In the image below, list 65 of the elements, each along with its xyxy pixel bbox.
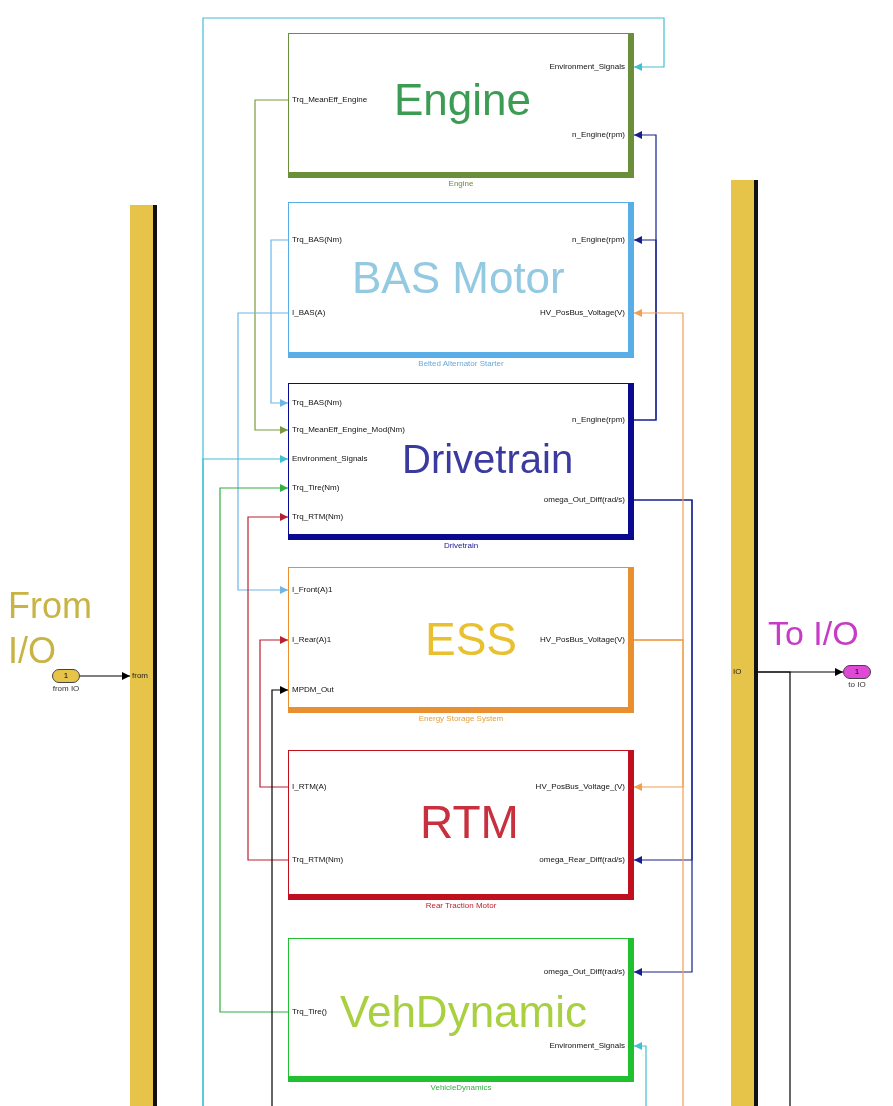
signal-arrow	[202, 455, 289, 1106]
port-label: Environment_Signals	[549, 1041, 625, 1051]
port-label: omega_Rear_Diff(rad/s)	[539, 855, 625, 865]
signal-arrow	[633, 236, 657, 421]
signal-line	[633, 639, 684, 1106]
bus-label: IO	[733, 667, 742, 677]
block-title: VehDynamic	[340, 985, 587, 1038]
bus-label: from	[132, 671, 148, 681]
port-label: n_Engine(rpm)	[572, 130, 625, 140]
port-label: I_Front(A)1	[292, 585, 333, 595]
signal-arrow	[237, 312, 289, 594]
port-label: Trq_BAS(Nm)	[292, 398, 342, 408]
signal-arrow	[270, 239, 289, 407]
signal-arrow	[79, 672, 131, 680]
block-caption: Drivetrain	[443, 541, 479, 551]
signal-arrow	[633, 309, 684, 641]
subsystem-block	[288, 202, 634, 358]
port-label: Trq_RTM(Nm)	[292, 855, 344, 865]
bus-bar	[130, 205, 157, 1106]
port-label: omega_Out_Diff(rad/s)	[543, 967, 625, 977]
port-label: Trq_MeanEff_Engine_Mod(Nm)	[292, 425, 405, 435]
io-heading: To I/O	[768, 613, 859, 654]
port-label: HV_PosBus_Voltage(V)	[540, 308, 625, 318]
port-label: MPDM_Out	[292, 685, 334, 695]
port-label: n_Engine(rpm)	[572, 415, 625, 425]
block-caption: to IO	[848, 680, 866, 690]
port-label: I_BAS(A)	[292, 308, 326, 318]
subsystem-block	[288, 750, 634, 900]
block-title: Engine	[394, 73, 531, 126]
port-label: Trq_MeanEff_Engine	[292, 95, 368, 105]
block-caption: Rear Traction Motor	[425, 901, 497, 911]
port-label: HV_PosBus_Voltage_(V)	[535, 782, 625, 792]
signal-arrow	[271, 686, 289, 1106]
signal-arrow	[247, 513, 289, 861]
port-label: Environment_Signals	[292, 454, 368, 464]
block-title: RTM	[420, 795, 519, 851]
port-label: HV_PosBus_Voltage(V)	[540, 635, 625, 645]
subsystem-block	[288, 938, 634, 1082]
port-label: Trq_Tire(Nm)	[292, 483, 340, 493]
port-label: Trq_RTM(Nm)	[292, 512, 344, 522]
block-title: Drivetrain	[402, 436, 574, 483]
port-label: Trq_Tire()	[292, 1007, 327, 1017]
subsystem-block	[288, 567, 634, 713]
signal-arrow	[633, 1042, 647, 1106]
port-label: Trq_BAS(Nm)	[292, 235, 342, 245]
port-label: omega_Out_Diff(rad/s)	[543, 495, 625, 505]
block-title: BAS Motor	[352, 251, 565, 304]
port-label: I_Rear(A)1	[292, 635, 332, 645]
subsystem-block	[288, 383, 634, 540]
signal-arrow	[219, 484, 289, 1013]
port-label: n_Engine(rpm)	[572, 235, 625, 245]
signal-line	[757, 671, 791, 1106]
subsystem-block	[288, 33, 634, 178]
port-label: I_RTM(A)	[292, 782, 327, 792]
port-label: Environment_Signals	[549, 62, 625, 72]
block-caption: from IO	[52, 684, 80, 694]
block-caption: VehicleDynamics	[430, 1083, 492, 1093]
signal-arrow	[259, 636, 289, 788]
block-caption: Engine	[448, 179, 474, 189]
bus-bar	[731, 180, 758, 1106]
block-title: ESS	[425, 612, 518, 668]
block-caption: Belted Alternator Starter	[418, 359, 504, 369]
signal-arrow	[633, 499, 693, 976]
signal-arrow	[254, 99, 289, 434]
block-caption: Energy Storage System	[418, 714, 504, 724]
